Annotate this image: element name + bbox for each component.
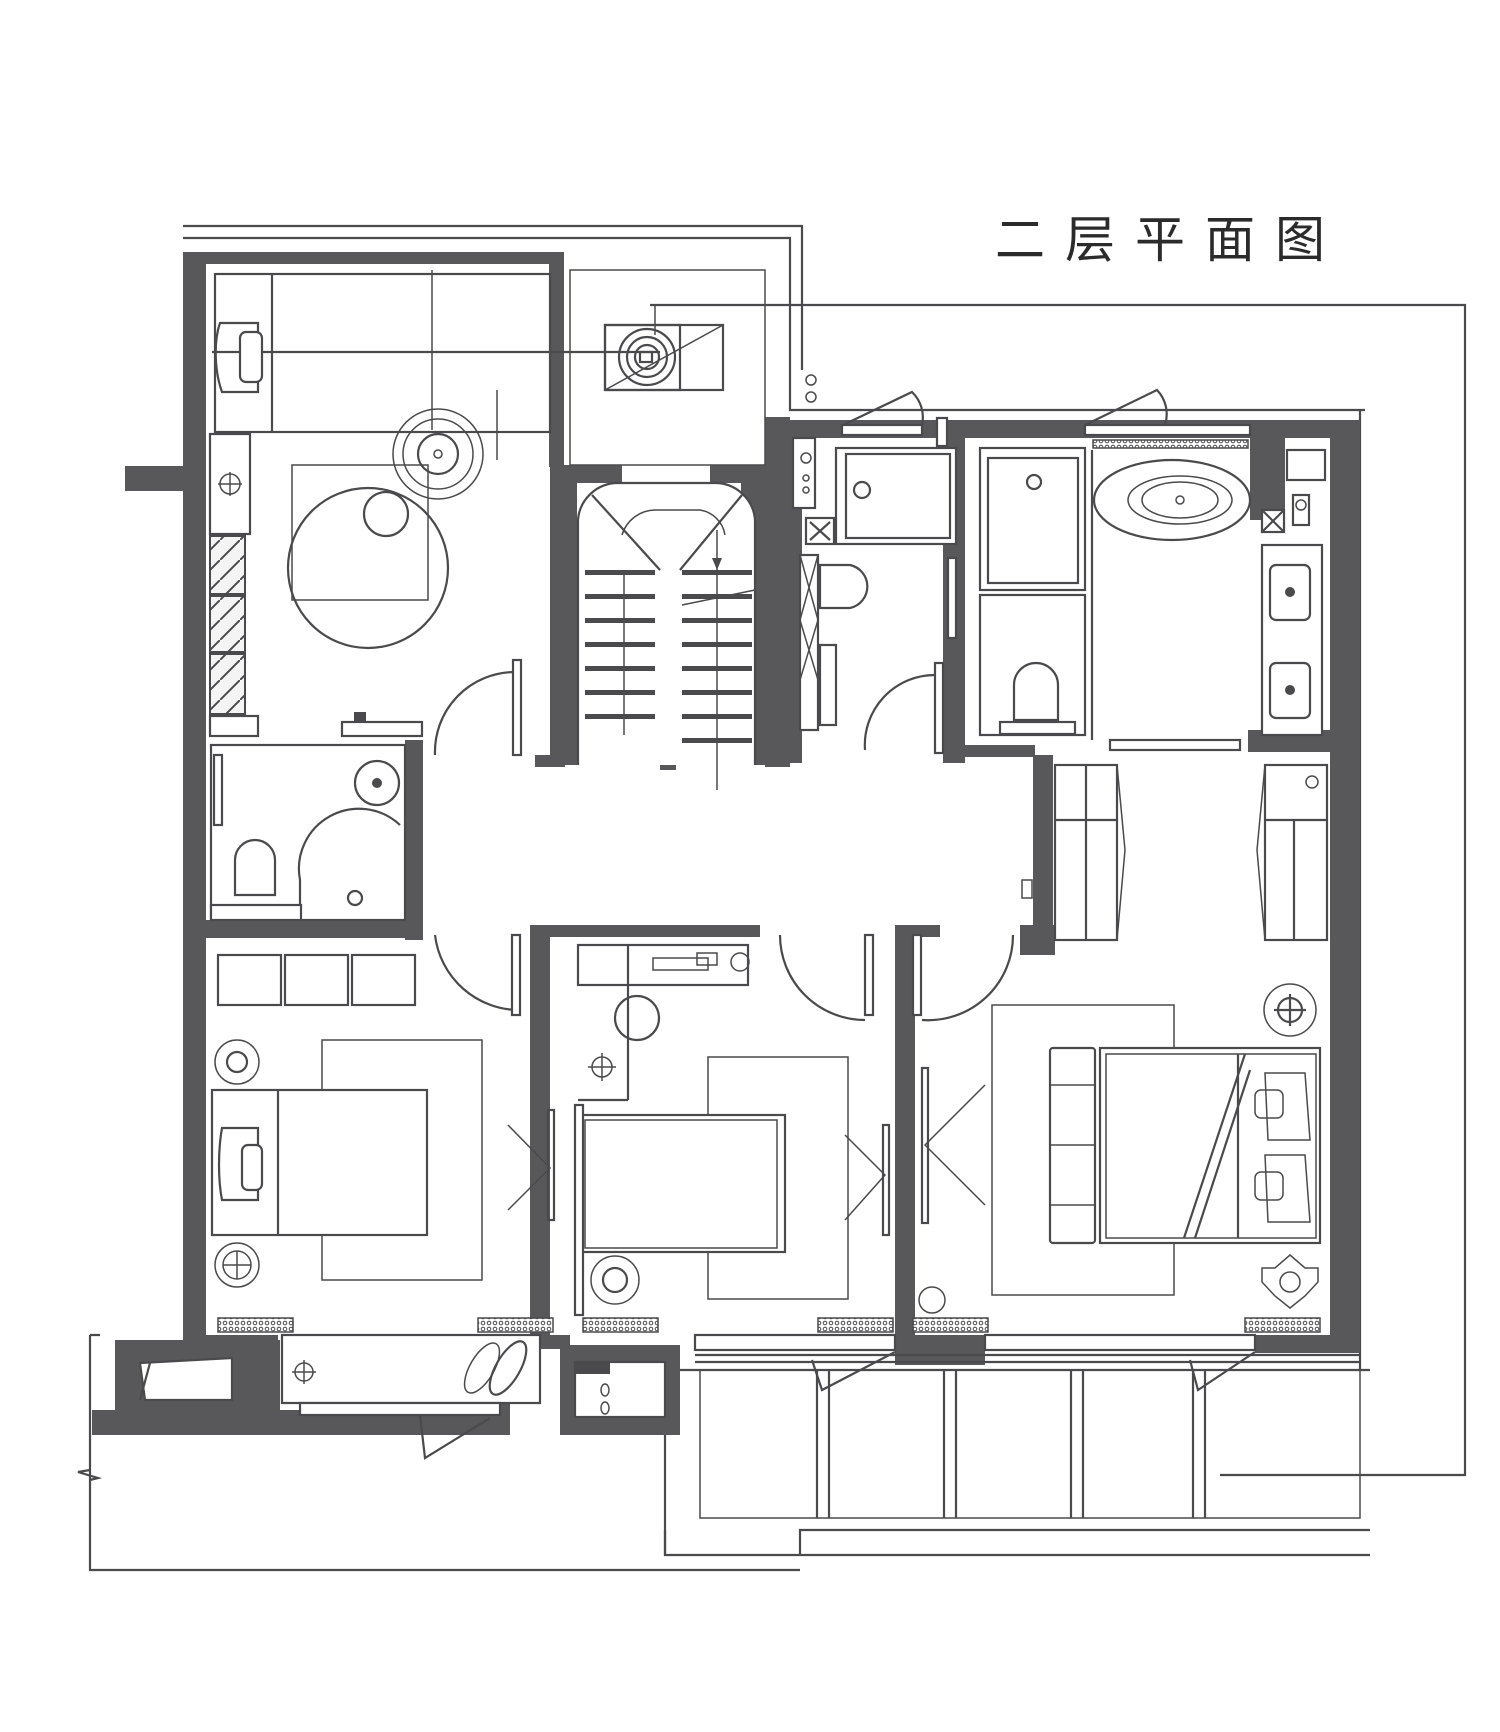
ac-fan-icon [617, 327, 677, 387]
bedroom-south-west [210, 953, 556, 1333]
armchair-icon [214, 321, 260, 394]
balcony-south [138, 1333, 667, 1460]
door-swing-north-a [842, 390, 924, 426]
bathroom-west [209, 743, 522, 1017]
stairwell [576, 481, 757, 790]
walls [92, 252, 1360, 1435]
ac-platform [569, 269, 817, 466]
master-bathroom [978, 439, 1327, 752]
room-study-north-west [208, 270, 660, 757]
plan-title: 二层平面图 [995, 211, 1345, 269]
lamp-icon [292, 1360, 316, 1384]
master-bedroom [912, 983, 1322, 1333]
door-swing-north-b [1084, 388, 1168, 426]
bathroom-north [791, 436, 958, 755]
bedroom-south-middle [573, 943, 894, 1333]
bathtub-icon [1092, 458, 1252, 542]
terrace-south [693, 1333, 1361, 1519]
plant-icon [488, 1340, 528, 1396]
door-swing [433, 934, 521, 1012]
floor-lamp-icon [218, 472, 242, 496]
stair-arrow-icon [712, 558, 722, 570]
walk-in-closet [1053, 763, 1329, 942]
ceiling-lamp-icon [214, 1242, 260, 1288]
